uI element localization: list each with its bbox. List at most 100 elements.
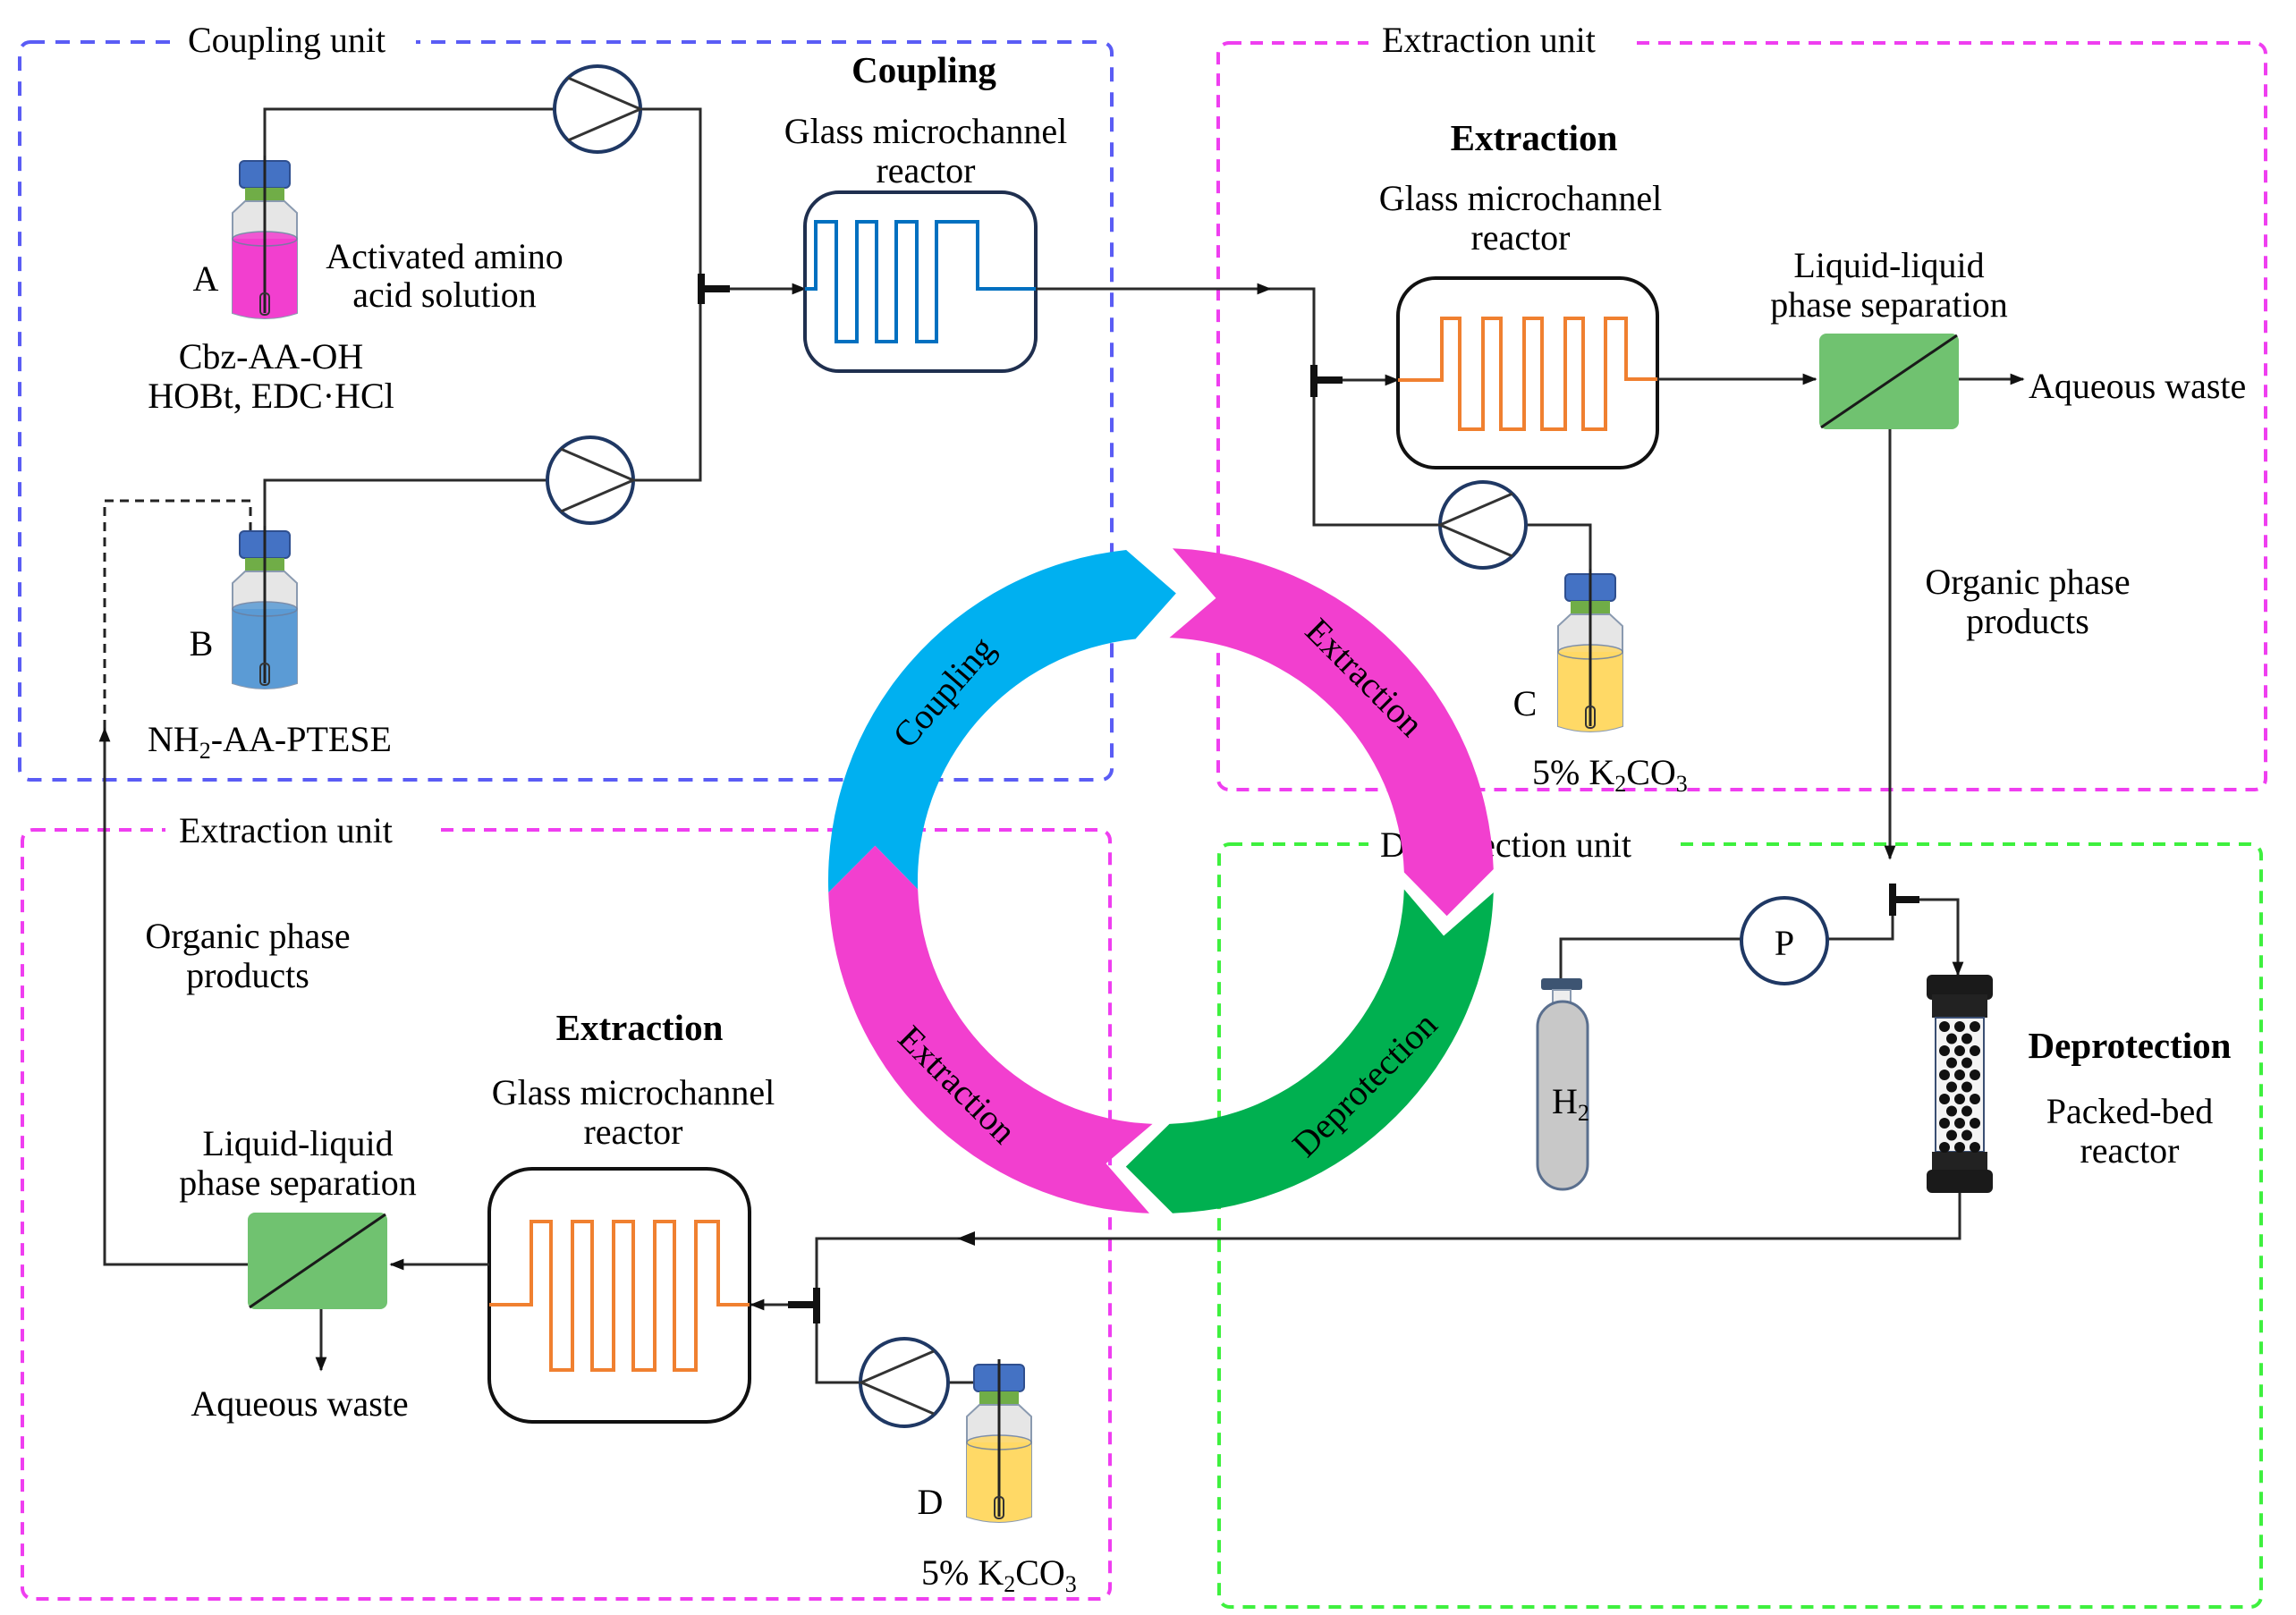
catalyst-bead [1939, 1094, 1950, 1104]
pressure-gauge-icon: P [1740, 896, 1829, 985]
organic-phase-label: products [1966, 601, 2089, 641]
separator-label: Liquid-liquid [1793, 245, 1984, 285]
catalyst-bead [1939, 1021, 1950, 1032]
extraction-bottom-section: Extraction Glass microchannel reactor Li… [98, 727, 1077, 1597]
cycle-arrow-coupling [828, 550, 1176, 892]
catalyst-bead [1970, 1118, 1980, 1129]
organic-phase-label: Organic phase [1925, 562, 2130, 602]
catalyst-bead [1954, 1045, 1965, 1056]
coupling-section: Coupling Glass microchannel reactor A Ac… [103, 49, 1272, 764]
reactor-label: Packed-bed [2046, 1091, 2214, 1131]
catalyst-bead [1939, 1118, 1950, 1129]
vial-d-letter: D [918, 1482, 944, 1522]
vial-a-reagents: HOBt, EDC·HCl [148, 376, 394, 416]
h2-label: H2 [1552, 1081, 1589, 1126]
cycle-arrow-extraction-2 [828, 845, 1153, 1213]
reactor-label: Glass microchannel [1379, 178, 1663, 218]
vial-b-label: NH2-AA-PTESE [148, 719, 392, 764]
coupling-unit-label: Coupling unit [188, 20, 385, 60]
vial-d-icon [966, 1359, 1032, 1523]
vial-c-letter: C [1513, 683, 1538, 723]
h2-cylinder-icon: H2 [1536, 978, 1589, 1191]
reactor-label: reactor [583, 1112, 682, 1152]
reactor-label: Glass microchannel [784, 111, 1068, 151]
reagent-vials [232, 156, 1623, 1523]
pump-icon [858, 1337, 950, 1428]
catalyst-bead [1961, 1129, 1972, 1141]
catalyst-bead [1954, 1070, 1965, 1080]
vial-a-description: acid solution [352, 275, 537, 315]
catalyst-bead [1939, 1142, 1950, 1153]
cycle-arrow-deprotection [1125, 889, 1494, 1213]
catalyst-bead [1961, 1033, 1972, 1044]
coupling-unit-box: Coupling unit [18, 18, 1114, 782]
catalyst-bead [1946, 1081, 1957, 1093]
catalyst-bead [1961, 1081, 1972, 1093]
extraction-top-section: Extraction Glass microchannel reactor Li… [1270, 117, 2246, 860]
vial-c-label: 5% K2CO3 [1532, 752, 1688, 797]
reactor-label: reactor [1470, 217, 1570, 258]
catalyst-bead [1961, 1105, 1972, 1117]
vial-d-label: 5% K2CO3 [921, 1552, 1077, 1597]
catalyst-bead [1970, 1094, 1980, 1104]
catalyst-bead [1954, 1021, 1965, 1032]
vial-a-letter: A [193, 258, 219, 299]
phase-separator [248, 1213, 387, 1309]
catalyst-bead [1946, 1105, 1957, 1117]
cycle-arrow-extraction-1 [1169, 548, 1494, 917]
catalyst-bead [1946, 1129, 1957, 1141]
catalyst-bead [1970, 1070, 1980, 1080]
pipe-pumps-to-junction [635, 107, 702, 482]
catalyst-bead [1946, 1057, 1957, 1069]
packed-bed-reactor-icon [1927, 975, 1993, 1193]
catalyst-bead [1946, 1033, 1957, 1044]
separator-label: phase separation [179, 1163, 416, 1203]
coupling-title: Coupling [851, 49, 996, 90]
organic-phase-label: Organic phase [145, 916, 350, 956]
pump-icon [1436, 480, 1528, 570]
deprotection-section: P H2 Deprotection Packed-bed reactor [815, 884, 2232, 1288]
extraction-unit-top-label: Extraction unit [1382, 20, 1596, 60]
catalyst-bead [1939, 1045, 1950, 1056]
extraction-unit-top-box: Extraction unit [1216, 18, 2267, 791]
pipe-b-to-pump [263, 478, 547, 572]
t-junction [813, 1288, 820, 1323]
reactor-label: reactor [876, 150, 975, 190]
reactor-label: reactor [2080, 1130, 2179, 1171]
catalyst-bead [1939, 1070, 1950, 1080]
pressure-gauge-label: P [1775, 923, 1794, 963]
vial-a-icon [232, 156, 298, 319]
aqueous-waste-label: Aqueous waste [191, 1383, 408, 1424]
phase-separator [1819, 334, 1959, 429]
pipe-deprotection-return [815, 1193, 1961, 1288]
extraction-title: Extraction [556, 1007, 724, 1048]
separator-label: Liquid-liquid [202, 1123, 393, 1163]
pump-icon [553, 64, 644, 154]
vial-a-description: Activated amino [326, 236, 563, 276]
aqueous-waste-label: Aqueous waste [2029, 366, 2246, 406]
catalyst-bead [1954, 1094, 1965, 1104]
vial-b-icon [232, 526, 298, 689]
deprotection-title: Deprotection [2029, 1025, 2232, 1066]
separator-label: phase separation [1770, 284, 2007, 325]
catalyst-bead [1970, 1045, 1980, 1056]
catalyst-bead [1970, 1142, 1980, 1153]
vial-b-letter: B [190, 623, 214, 664]
catalyst-bead [1970, 1021, 1980, 1032]
pipe-junction-to-pump [1270, 287, 1440, 527]
catalyst-bead [1954, 1142, 1965, 1153]
catalyst-bead [1954, 1118, 1965, 1129]
pump-icon [546, 435, 637, 525]
extraction-microreactor [1396, 276, 1659, 469]
extraction-unit-bottom-box: Extraction unit [21, 805, 1112, 1601]
vial-a-reagents: Cbz-AA-OH [179, 336, 364, 376]
catalyst-bead [1961, 1057, 1972, 1069]
reactor-label: Glass microchannel [492, 1072, 775, 1112]
pipe-recycle-to-b [98, 727, 248, 1266]
organic-phase-label: products [186, 955, 309, 995]
recycle-dashed-line [103, 499, 252, 729]
vial-c-icon [1557, 569, 1623, 732]
extraction-unit-bottom-label: Extraction unit [179, 810, 393, 850]
